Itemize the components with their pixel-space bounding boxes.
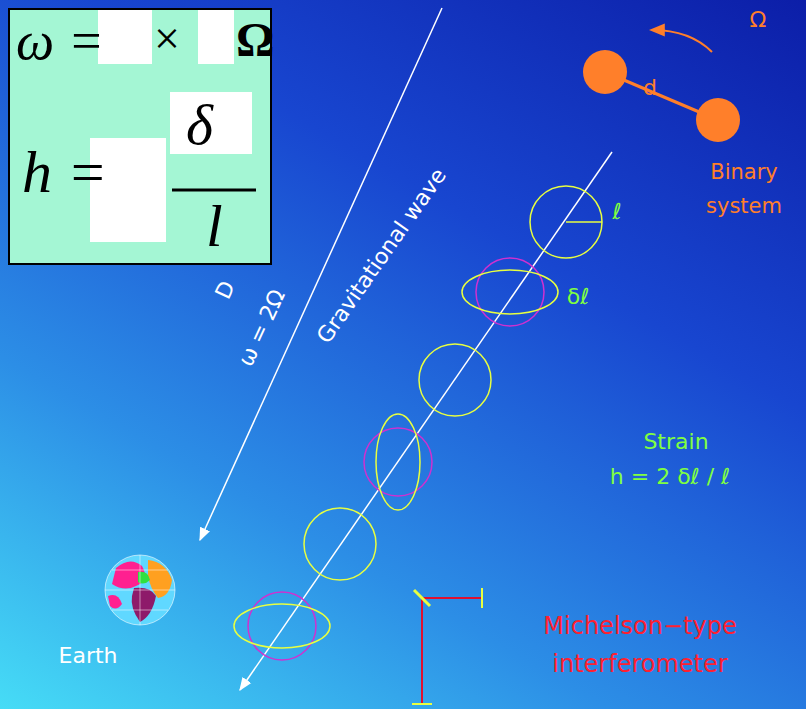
formula-text: × <box>154 16 180 62</box>
interferometer-symbol <box>412 588 482 704</box>
formula-text: ω = <box>16 14 104 68</box>
earth-label: Earth <box>59 645 118 667</box>
wave-line <box>240 152 612 690</box>
star <box>583 50 627 94</box>
earth-globe <box>105 555 175 625</box>
star <box>696 98 740 142</box>
frequency-label: ω = 2Ω <box>235 286 289 369</box>
distance-label: d <box>643 77 657 99</box>
strain-title: Strain <box>643 431 708 453</box>
formula-text: l <box>206 196 223 256</box>
formula-text: Ω <box>236 16 274 64</box>
omega-label: Ω <box>750 9 767 31</box>
formula-text: δ <box>186 96 213 154</box>
binary-label: Binary system <box>689 156 799 223</box>
distance-symbol: D <box>211 278 238 303</box>
interferometer-label: Michelson−type interferometer <box>500 607 780 684</box>
length-change-label: δℓ <box>567 286 590 308</box>
formula-text: h = <box>22 142 108 202</box>
formula-box: ω = × Ωh = δl <box>8 8 272 265</box>
strain-formula: h = 2 δℓ / ℓ <box>610 466 730 488</box>
rotation-arrow <box>652 30 712 52</box>
test-rings <box>234 186 602 660</box>
length-label: ℓ <box>612 201 621 223</box>
wave-label: Gravitational wave <box>313 165 450 348</box>
